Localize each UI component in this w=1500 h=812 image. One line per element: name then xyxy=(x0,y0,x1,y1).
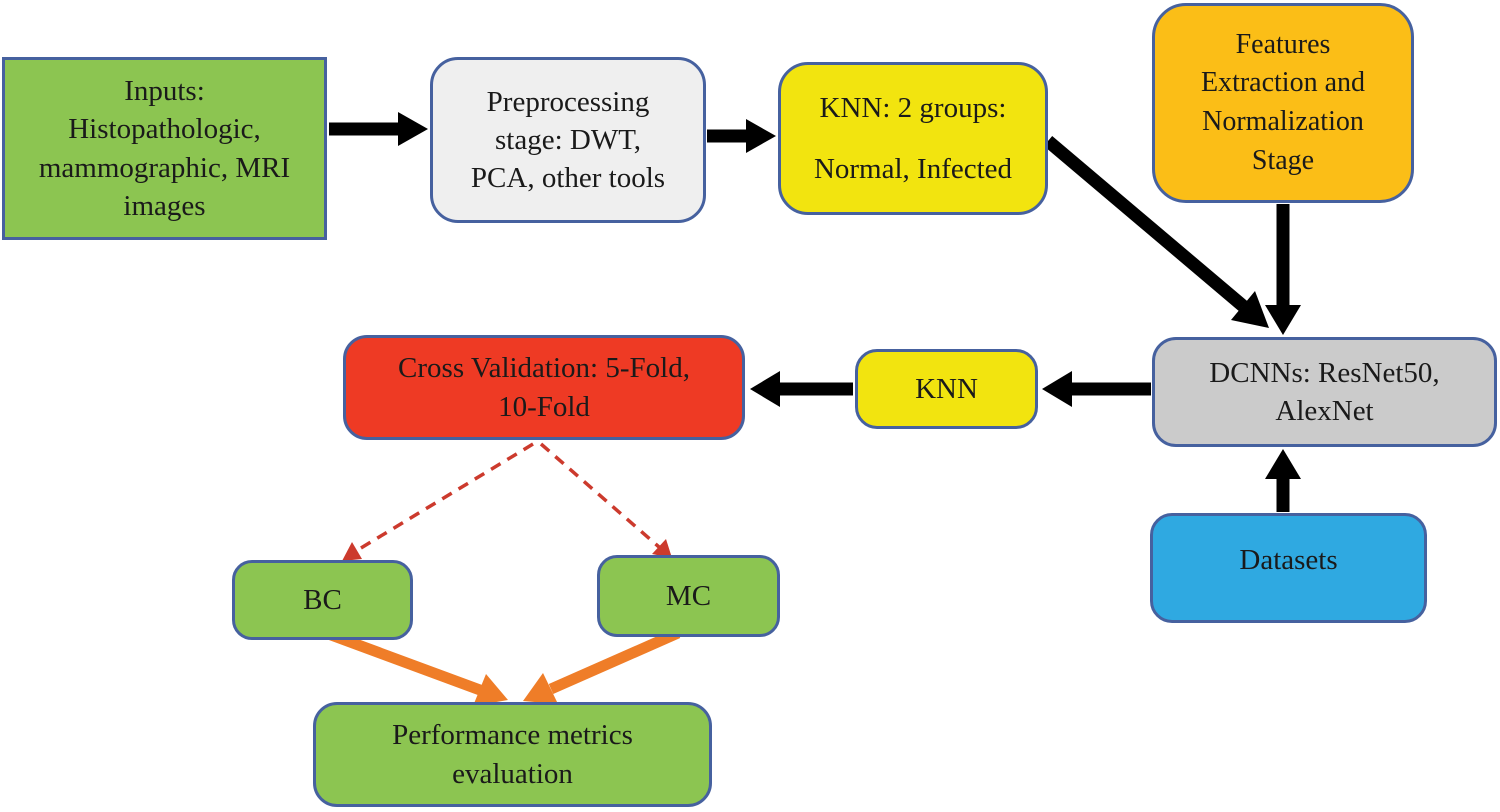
node-mc-label-line: MC xyxy=(665,579,712,612)
node-mc: MC xyxy=(597,555,780,637)
node-bc-label-line: BC xyxy=(303,583,342,616)
node-preprocessing: Preprocessing stage: DWT, PCA, other too… xyxy=(430,57,706,223)
node-dcnns-label-line: AlexNet xyxy=(1275,395,1374,427)
arrow-knn-to-cross-validation xyxy=(750,371,853,407)
arrow-bc-to-performance xyxy=(321,626,508,706)
arrow-mc-to-performance xyxy=(523,627,681,704)
node-knn-groups-label-line: KNN: 2 groups: xyxy=(819,92,1007,125)
node-cross-validation-label-line: Cross Validation: 5-Fold, xyxy=(398,352,690,385)
node-features-label-line: Normalization xyxy=(1202,106,1364,137)
node-preprocessing-label-line: stage: DWT, xyxy=(494,123,642,156)
node-dcnns: DCNNs: ResNet50, AlexNet xyxy=(1152,337,1497,447)
node-bc: BC xyxy=(232,560,413,640)
node-preprocessing-label-line: PCA, other tools xyxy=(470,162,666,195)
node-cross-validation-label-line: 10-Fold xyxy=(498,390,590,423)
node-features-extraction: Features Extraction and Normalization St… xyxy=(1152,3,1414,203)
node-features-label-line: Stage xyxy=(1251,144,1315,176)
arrow-features-to-dcnns xyxy=(1265,204,1301,335)
node-performance-metrics: Performance metrics evaluation xyxy=(313,702,712,807)
arrow-cross-validation-to-mc xyxy=(539,442,672,558)
node-features-label-line: Features xyxy=(1235,28,1331,60)
arrow-preprocessing-to-knn-groups xyxy=(707,119,776,153)
node-preprocessing-label-line: Preprocessing xyxy=(486,85,650,118)
node-performance-label-line: evaluation xyxy=(452,757,573,790)
node-inputs: Inputs: Histopathologic, mammographic, M… xyxy=(2,57,327,240)
arrow-dcnns-to-knn xyxy=(1042,371,1151,407)
node-inputs-label-line: mammographic, MRI xyxy=(38,151,291,184)
node-dcnns-label-line: DCNNs: ResNet50, xyxy=(1209,356,1440,389)
node-knn-groups: KNN: 2 groups: Normal, Infected xyxy=(778,62,1048,215)
arrow-knn-groups-to-dcnns xyxy=(1043,136,1269,328)
node-performance-label-line: Performance metrics xyxy=(392,719,633,752)
node-inputs-label-line: images xyxy=(123,189,206,222)
node-datasets-label-line: Datasets xyxy=(1239,543,1338,576)
node-datasets: Datasets xyxy=(1150,513,1427,623)
node-inputs-label-line: Histopathologic, xyxy=(68,113,261,146)
node-knn-groups-label-line: Normal, Infected xyxy=(813,152,1013,185)
arrow-datasets-to-dcnns xyxy=(1265,449,1301,512)
arrow-inputs-to-preprocessing xyxy=(329,112,428,146)
node-inputs-label-line: Inputs: xyxy=(124,74,205,107)
node-cross-validation: Cross Validation: 5-Fold, 10-Fold xyxy=(343,335,745,440)
node-knn-label-line: KNN xyxy=(915,372,978,405)
arrow-cross-validation-to-bc xyxy=(342,442,534,561)
node-features-label-line: Extraction and xyxy=(1200,67,1366,99)
node-knn: KNN xyxy=(855,349,1038,429)
